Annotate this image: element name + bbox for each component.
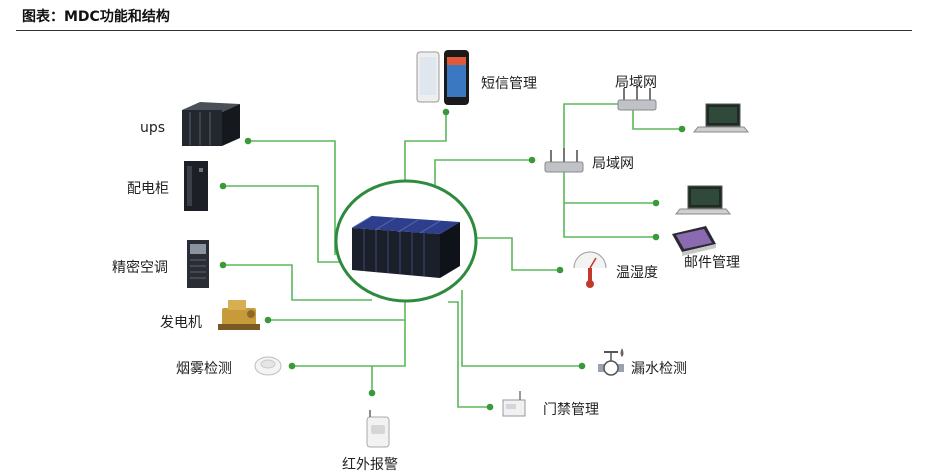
dot-lan-top xyxy=(678,125,686,133)
label-sms: 短信管理 xyxy=(481,76,537,92)
generator-icon xyxy=(218,300,260,330)
label-lan-mid: 局域网 xyxy=(592,156,634,172)
water-valve-icon xyxy=(598,348,624,376)
link-leak xyxy=(461,290,582,367)
dot-email xyxy=(652,233,660,241)
dot-ups xyxy=(244,137,252,145)
label-smoke: 烟雾检测 xyxy=(176,361,232,377)
label-ir: 红外报警 xyxy=(342,457,398,473)
dot-sms xyxy=(442,108,450,116)
label-leak: 漏水检测 xyxy=(631,361,687,377)
dot-leak xyxy=(578,362,586,370)
link-sms xyxy=(404,112,447,182)
access-control-icon xyxy=(502,391,526,417)
label-ups: ups xyxy=(140,120,166,136)
link-lan-mid xyxy=(434,159,532,187)
label-access: 门禁管理 xyxy=(543,402,599,418)
label-generator: 发电机 xyxy=(160,315,202,331)
tablet-email-icon xyxy=(672,226,716,256)
label-lan-top: 局域网 xyxy=(615,75,657,91)
phone-icon xyxy=(416,50,469,105)
air-conditioner-icon xyxy=(187,240,209,288)
link-lan-top xyxy=(563,103,682,160)
link-generator xyxy=(268,302,406,321)
mdc-cabinets-icon xyxy=(351,215,460,278)
infrared-detector-icon xyxy=(366,410,390,448)
thermo-hygrometer-icon xyxy=(573,251,607,288)
label-ac: 精密空调 xyxy=(112,260,168,276)
link-email xyxy=(563,203,656,238)
link-access xyxy=(448,301,490,408)
distribution-cabinet-icon xyxy=(184,161,208,211)
link-ac xyxy=(223,264,372,301)
dot-temp xyxy=(556,266,564,274)
label-email: 邮件管理 xyxy=(684,255,740,271)
dot-pdu xyxy=(219,182,227,190)
dot-ir xyxy=(368,389,376,397)
dot-smoke xyxy=(288,362,296,370)
dot-generator xyxy=(264,316,272,324)
label-temp: 温湿度 xyxy=(616,265,658,281)
label-pdu: 配电柜 xyxy=(127,181,169,197)
dot-laptop2 xyxy=(652,199,660,207)
figure-title: 图表：MDC功能和结构 xyxy=(22,9,170,25)
link-smoke xyxy=(292,320,406,367)
smoke-detector-icon xyxy=(254,356,282,376)
dot-access xyxy=(486,403,494,411)
dot-lan-mid xyxy=(528,156,536,164)
router-icon-mid xyxy=(544,148,584,173)
laptop-icon-mid xyxy=(674,185,732,215)
title-underline xyxy=(16,30,912,31)
dot-ac xyxy=(219,261,227,269)
laptop-icon-top xyxy=(692,103,750,133)
link-ups xyxy=(248,140,336,255)
link-pdu xyxy=(223,185,342,263)
link-temp xyxy=(477,237,560,271)
router-icon-top xyxy=(617,86,657,111)
ups-cabinet-icon xyxy=(182,102,240,146)
